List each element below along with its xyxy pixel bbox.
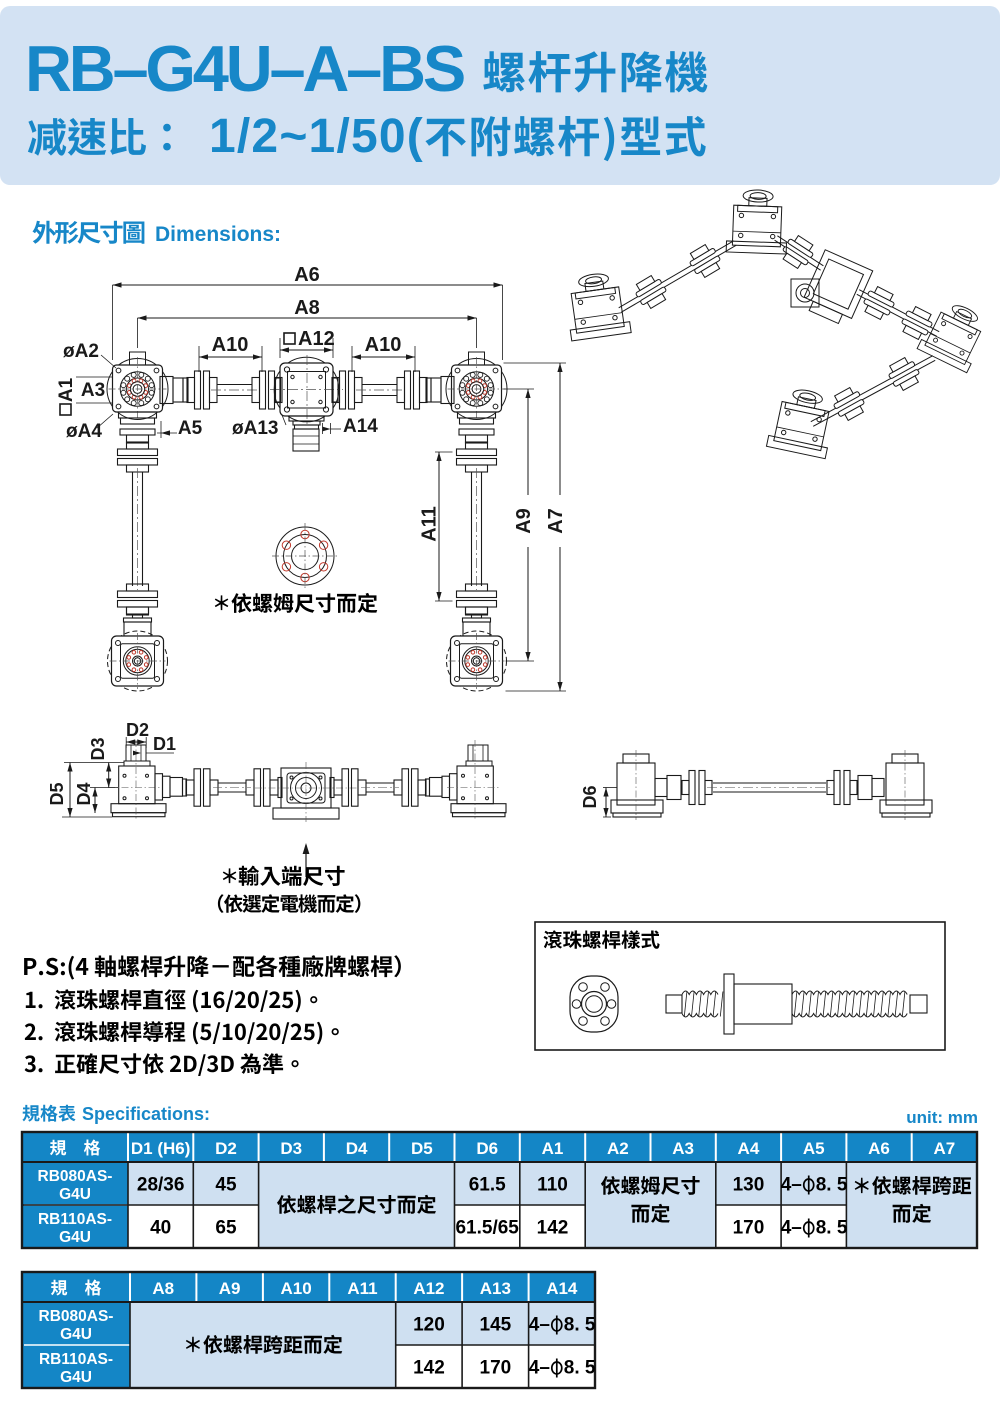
svg-text:65: 65 — [215, 1218, 237, 1239]
svg-text:4–: 4– — [781, 1175, 802, 1196]
svg-text:4–: 4– — [529, 1358, 550, 1379]
svg-text:A11: A11 — [419, 506, 441, 542]
svg-text:A10: A10 — [280, 1279, 311, 1298]
svg-text:8. 5: 8. 5 — [816, 1218, 848, 1239]
svg-text:145: 145 — [480, 1315, 512, 1336]
svg-text:A5: A5 — [803, 1139, 825, 1158]
svg-text:unit: mm: unit: mm — [906, 1108, 978, 1127]
svg-text:A6: A6 — [868, 1139, 890, 1158]
svg-text:A9: A9 — [219, 1279, 241, 1298]
svg-text:170: 170 — [733, 1218, 765, 1239]
svg-text:øA4: øA4 — [66, 421, 102, 442]
svg-text:142: 142 — [413, 1358, 445, 1379]
svg-text:A14: A14 — [343, 416, 378, 437]
svg-text:120: 120 — [413, 1315, 445, 1336]
svg-text:A7: A7 — [933, 1139, 955, 1158]
svg-text:61.5: 61.5 — [469, 1175, 506, 1196]
svg-text:170: 170 — [480, 1358, 512, 1379]
svg-text:D5: D5 — [411, 1139, 433, 1158]
svg-text:D4: D4 — [346, 1139, 368, 1158]
svg-text:Dimensions:: Dimensions: — [155, 223, 281, 246]
svg-text:A11: A11 — [347, 1279, 377, 1298]
svg-text:D5: D5 — [47, 782, 67, 805]
svg-text:D6: D6 — [580, 785, 600, 808]
svg-text:Specifications:: Specifications: — [82, 1104, 210, 1124]
svg-text:A3: A3 — [81, 380, 105, 401]
svg-text:RB110AS-: RB110AS- — [39, 1351, 113, 1368]
svg-text:A4: A4 — [738, 1139, 760, 1158]
svg-text:A13: A13 — [480, 1279, 511, 1298]
svg-text:D2: D2 — [126, 720, 149, 740]
svg-text:1/2~1/50(: 1/2~1/50( — [209, 110, 424, 163]
svg-text:A10: A10 — [365, 334, 402, 356]
svg-text:4–: 4– — [781, 1218, 802, 1239]
svg-text:A12: A12 — [298, 328, 335, 350]
svg-text:øA13: øA13 — [232, 418, 278, 439]
svg-text:A10: A10 — [212, 334, 249, 356]
svg-text:A8: A8 — [294, 297, 320, 319]
svg-text:A6: A6 — [294, 264, 320, 286]
svg-text:D2: D2 — [215, 1139, 237, 1158]
svg-text:A14: A14 — [546, 1279, 578, 1298]
svg-text:4–: 4– — [529, 1315, 550, 1336]
svg-text:D4: D4 — [74, 782, 94, 805]
svg-text:8. 5: 8. 5 — [564, 1315, 596, 1336]
svg-text:40: 40 — [150, 1218, 171, 1239]
svg-text:D1 (H6): D1 (H6) — [131, 1139, 191, 1158]
svg-text:G4U: G4U — [60, 1369, 92, 1386]
svg-text:A12: A12 — [413, 1279, 444, 1298]
svg-text:A8: A8 — [152, 1279, 174, 1298]
svg-text:142: 142 — [537, 1218, 569, 1239]
svg-text:D1: D1 — [153, 734, 176, 754]
svg-text:G4U: G4U — [60, 1326, 92, 1343]
svg-text:45: 45 — [215, 1175, 237, 1196]
svg-text:A5: A5 — [178, 418, 203, 439]
svg-text:øA2: øA2 — [63, 341, 99, 362]
svg-text:D6: D6 — [476, 1139, 498, 1158]
svg-text:RB080AS-: RB080AS- — [38, 1168, 113, 1185]
svg-text:A2: A2 — [607, 1139, 629, 1158]
svg-text:RB–G4U–A–BS: RB–G4U–A–BS — [25, 32, 464, 105]
svg-text:8. 5: 8. 5 — [564, 1358, 596, 1379]
svg-text:110: 110 — [537, 1175, 568, 1196]
svg-text:61.5/65: 61.5/65 — [455, 1218, 519, 1239]
svg-text:A1: A1 — [542, 1139, 564, 1158]
svg-text:G4U: G4U — [59, 1186, 91, 1203]
svg-text:D3: D3 — [88, 737, 108, 760]
svg-text:D3: D3 — [280, 1139, 302, 1158]
svg-text:A9: A9 — [513, 508, 535, 534]
svg-text:8. 5: 8. 5 — [816, 1175, 848, 1196]
svg-text:RB110AS-: RB110AS- — [38, 1211, 112, 1228]
svg-text:G4U: G4U — [59, 1229, 91, 1246]
svg-text:28/36: 28/36 — [137, 1175, 185, 1196]
svg-text:A7: A7 — [545, 508, 567, 534]
svg-text:RB080AS-: RB080AS- — [39, 1308, 114, 1325]
svg-text:A3: A3 — [672, 1139, 694, 1158]
svg-text:130: 130 — [733, 1175, 765, 1196]
svg-text:A1: A1 — [56, 377, 77, 402]
